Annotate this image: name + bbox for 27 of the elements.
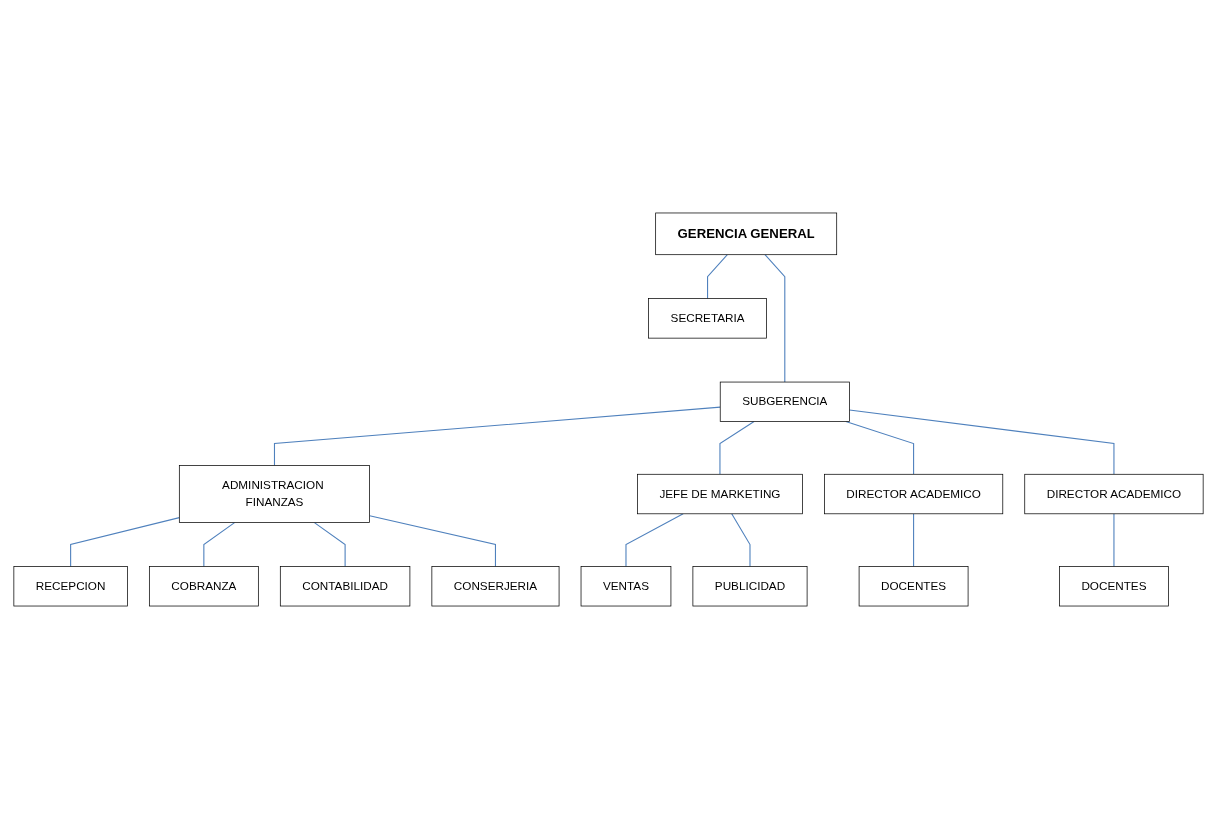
- connector: [369, 515, 497, 568]
- node-box: COBRANZA: [149, 566, 259, 607]
- node-box: JEFE DE MARKETING: [637, 473, 803, 515]
- connector: [1113, 513, 1115, 568]
- node-box: DIRECTOR ACADEMICO: [1024, 473, 1204, 515]
- connector: [913, 513, 915, 568]
- connector: [313, 522, 346, 568]
- node-box: SUBGERENCIA: [719, 381, 850, 422]
- node-box: DIRECTOR ACADEMICO: [824, 473, 1004, 515]
- node-box: PUBLICIDAD: [692, 566, 808, 607]
- node-box: VENTAS: [580, 566, 672, 607]
- node-box: CONTABILIDAD: [279, 566, 411, 607]
- connector: [70, 517, 180, 568]
- connector: [203, 522, 236, 568]
- node-box: SECRETARIA: [648, 298, 767, 339]
- node-box: DOCENTES: [858, 566, 969, 607]
- node-box: GERENCIA GENERAL: [655, 212, 838, 256]
- node-box: DOCENTES: [1059, 566, 1169, 607]
- connector: [731, 513, 751, 568]
- connector: [848, 409, 1115, 475]
- connector: [625, 513, 684, 568]
- connector: [764, 254, 786, 383]
- connector: [273, 406, 721, 467]
- node-box: RECEPCION: [13, 566, 128, 607]
- node-box: ADMINISTRACION FINANZAS: [178, 465, 370, 523]
- connector: [707, 254, 728, 300]
- node-box: CONSERJERIA: [431, 566, 560, 607]
